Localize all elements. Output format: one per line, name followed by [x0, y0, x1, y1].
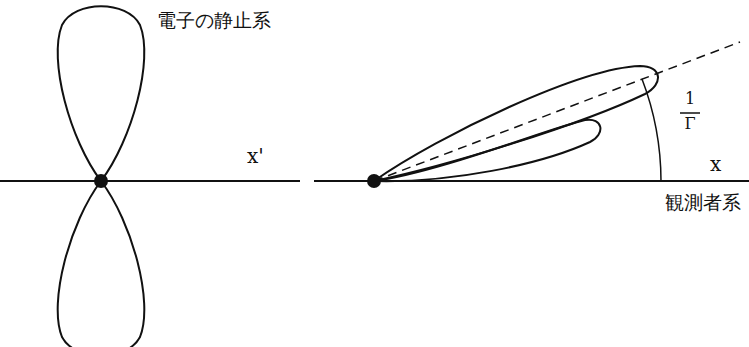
frame-label: 観測者系 [665, 192, 741, 213]
axis-label: x' [247, 145, 264, 167]
upper-lobe [58, 6, 145, 181]
angle-arc [642, 79, 661, 181]
frame-label: 電子の静止系 [157, 10, 271, 31]
axis-label: x [710, 153, 721, 175]
x-axis [0, 180, 300, 182]
lower-lobe [374, 120, 600, 182]
angle-label: Γ [684, 115, 695, 133]
fraction-bar [680, 112, 700, 114]
beam-direction [374, 42, 740, 181]
electron-dot [367, 174, 381, 188]
lower-lobe [58, 181, 145, 347]
upper-lobe [374, 66, 658, 181]
angle-label: 1 [685, 90, 695, 108]
electron-dot [94, 174, 108, 188]
